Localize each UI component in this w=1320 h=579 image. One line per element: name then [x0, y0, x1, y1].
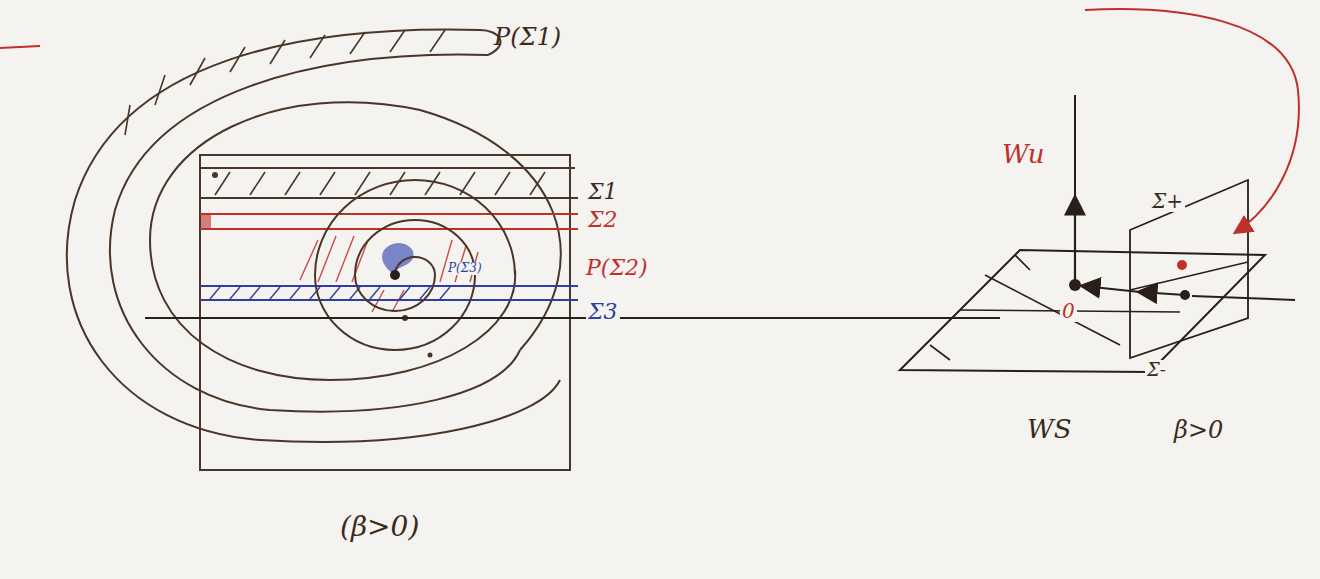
return-orbit [1085, 9, 1299, 232]
band-hatching [125, 30, 445, 135]
stable-plane [900, 250, 1265, 372]
math-label: Σ3 [586, 300, 620, 324]
outer-spiral [67, 30, 561, 442]
spiral [315, 180, 515, 350]
band-line [200, 299, 578, 301]
orbit-arrow [1140, 292, 1185, 295]
band-hatching [210, 287, 450, 299]
math-label: (β>0) [338, 512, 421, 543]
spiral-tip [382, 243, 413, 275]
band-hatching [215, 172, 545, 195]
math-label: P(Σ3) [446, 262, 484, 275]
point [212, 172, 218, 178]
axis-line [145, 317, 1000, 319]
margin-line [0, 46, 40, 48]
point [428, 353, 433, 358]
orbit-arrow [1083, 286, 1140, 292]
unstable-arrow [1074, 198, 1076, 285]
band-line [200, 167, 575, 169]
section-plane [1130, 180, 1248, 358]
math-label: P(Σ2) [584, 256, 650, 280]
math-label: Σ+ [1150, 190, 1185, 212]
band-line [200, 285, 578, 287]
math-label: 0 [1060, 300, 1077, 322]
band-line [200, 197, 578, 199]
band-line [200, 228, 578, 230]
math-label: β>0 [1172, 417, 1225, 443]
math-label: Σ- [1145, 360, 1168, 380]
section-box [200, 155, 570, 470]
math-label: Σ2 [586, 208, 620, 232]
plane-lines [1130, 262, 1248, 290]
math-label: P(Σ1) [492, 24, 563, 50]
saddle-point [1069, 279, 1081, 291]
math-label: Σ1 [586, 180, 620, 204]
band-fill [201, 215, 211, 228]
unstable-line [1074, 95, 1076, 198]
fixed-point [390, 270, 400, 280]
math-label: WS [1025, 415, 1074, 444]
math-label: Wu [1000, 140, 1046, 169]
orbit-line [1192, 296, 1295, 300]
plane-lines [930, 255, 1180, 360]
band-line [200, 213, 578, 215]
point [1180, 290, 1190, 300]
point [1177, 260, 1187, 270]
